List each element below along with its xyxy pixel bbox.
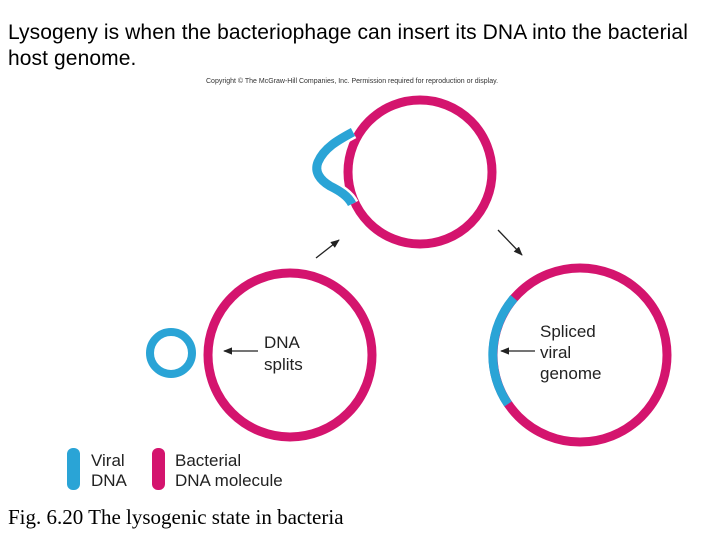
legend-bacterial-line1: Bacterial [175,451,241,470]
arrow-up-to-top [315,239,340,259]
spliced-label-line1: Spliced [540,322,596,341]
legend-bacterial-swatch [152,448,165,490]
spliced-label-line3: genome [540,364,601,383]
legend-viral-line1: Viral [91,451,125,470]
legend-viral-swatch [67,448,80,490]
dna-splits-label-line2: splits [264,355,303,374]
spliced-label-line2: viral [540,343,571,362]
arrow-down-to-right [497,229,523,256]
legend-viral-line2: DNA [91,471,128,490]
dna-splits-label-line1: DNA [264,333,301,352]
figure-caption: Fig. 6.20 The lysogenic state in bacteri… [8,505,344,529]
slide-heading: Lysogeny is when the bacteriophage can i… [8,21,688,70]
viral-circle [146,328,196,378]
legend-bacterial-line2: DNA molecule [175,471,283,490]
left-bacterial-circle [203,268,377,442]
right-spliced-circle [488,263,672,447]
copyright-notice: Copyright © The McGraw-Hill Companies, I… [206,78,499,85]
top-integrating-circle [309,95,497,249]
